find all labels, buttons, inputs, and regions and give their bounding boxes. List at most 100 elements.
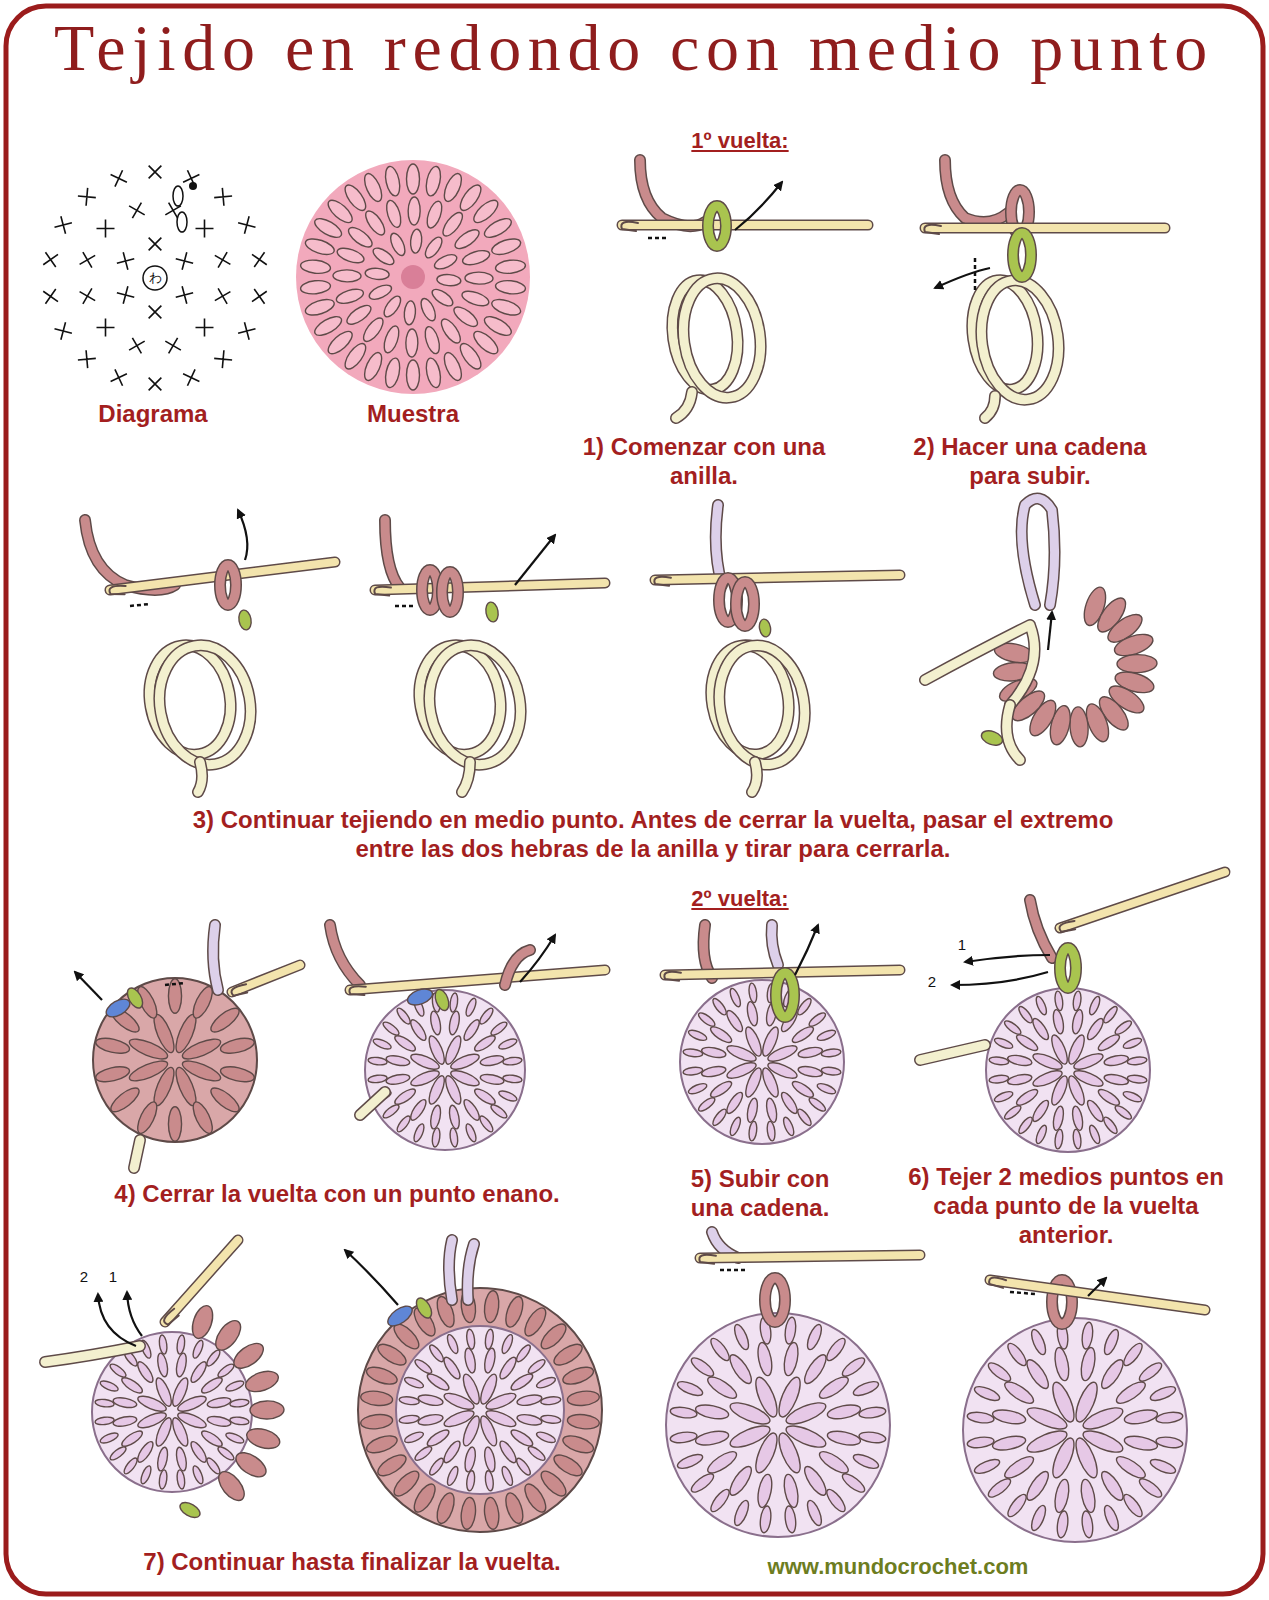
stitch: [711, 1107, 729, 1127]
stitch: [1003, 1104, 1023, 1122]
callout-number: 1: [954, 936, 970, 954]
stitch: [127, 1057, 170, 1085]
stitch: [206, 1415, 231, 1428]
stitch: [783, 1399, 828, 1429]
stitch: [94, 1036, 130, 1056]
stitch: [94, 1064, 130, 1084]
stitch: [540, 1414, 561, 1424]
stitch: [443, 1074, 464, 1106]
title: Tejido en redondo con medio punto: [19, 8, 1249, 87]
stitch: [705, 1448, 740, 1477]
step-caption: 2) Hacer una cadena para subir.: [885, 433, 1175, 491]
stitch: [108, 1362, 128, 1379]
stitch: [790, 1024, 815, 1045]
disc: [358, 1288, 602, 1532]
stitch: [1030, 1098, 1051, 1123]
yarn-outline: [945, 160, 1008, 222]
stitch: [697, 1096, 717, 1114]
stitch: [816, 1448, 851, 1477]
yarn: [700, 1255, 920, 1258]
stitch: [1121, 1341, 1145, 1368]
stitch: [448, 1104, 461, 1129]
chain-symbol: [173, 186, 183, 206]
stitch: [478, 1006, 495, 1026]
stitch: [797, 1046, 823, 1060]
yarn: [232, 965, 300, 992]
yarn: [198, 762, 202, 792]
stitch: [361, 171, 385, 204]
stitch: [687, 1081, 708, 1095]
yarn: [765, 1278, 785, 1322]
stitch: [490, 296, 523, 318]
stitch: [816, 1081, 837, 1095]
stitch: [188, 1360, 209, 1385]
stitch: [429, 1010, 442, 1035]
hook-tip: [109, 586, 125, 594]
yarn-outline: [752, 762, 757, 792]
stitch: [683, 1048, 703, 1058]
stitch: [1003, 1019, 1023, 1037]
stitch: [399, 1396, 420, 1406]
stitch: [561, 1364, 596, 1388]
stitch: [1007, 1073, 1033, 1087]
stitch: [385, 1302, 416, 1330]
stitch: [465, 272, 493, 284]
stitch: [796, 1107, 814, 1127]
stitch: [502, 1491, 526, 1526]
callout-number: 2: [76, 1268, 92, 1286]
stitch: [408, 197, 420, 225]
ring-symbol: [143, 266, 167, 290]
stitch: [237, 609, 252, 631]
stitch: [381, 324, 401, 354]
yarn-outline: [213, 925, 218, 990]
stitch: [381, 1103, 401, 1120]
stitch: [1007, 1054, 1033, 1068]
stitch: [417, 1393, 444, 1407]
stitch: [1137, 1476, 1164, 1500]
stitch: [383, 357, 402, 389]
stitch: [432, 252, 458, 272]
stitch: [312, 313, 344, 339]
stitch: [989, 1074, 1009, 1084]
stitch: [1072, 1051, 1105, 1073]
stitch: [840, 1471, 867, 1495]
stitch: [752, 1375, 782, 1420]
hook-tip: [1059, 921, 1075, 932]
stitch: [1014, 1032, 1039, 1053]
stitch: [1023, 1357, 1052, 1392]
sc-symbol: [52, 320, 74, 342]
stitch: [746, 1001, 760, 1027]
stitch: [403, 300, 416, 325]
stitch: [422, 235, 445, 261]
stitch: [216, 1445, 236, 1462]
stitch: [1149, 1457, 1178, 1477]
stitch: [1149, 1384, 1178, 1404]
stitch: [408, 1097, 429, 1122]
frame: [6, 6, 1263, 1594]
stitch: [335, 286, 365, 306]
yarn: [468, 1244, 474, 1300]
stitch: [790, 1079, 815, 1100]
yarn: [360, 1092, 385, 1115]
sc-symbol: [97, 318, 115, 336]
sc-symbol: [161, 333, 186, 358]
sc-symbol: [173, 250, 195, 272]
stitch: [500, 1333, 515, 1355]
stitch: [99, 1431, 119, 1445]
stitch: [495, 279, 526, 295]
stitch: [766, 1043, 799, 1065]
stitch: [483, 1290, 500, 1323]
stitch: [304, 296, 337, 318]
sc-symbol: [97, 220, 115, 238]
yarn-outline: [134, 1140, 140, 1168]
stitch: [460, 1372, 482, 1406]
yarn-outline: [350, 970, 605, 990]
stitch: [852, 1452, 881, 1472]
stitch: [216, 1362, 236, 1379]
stitch: [1017, 1005, 1035, 1025]
stitch: [479, 1073, 504, 1086]
stitch: [479, 1054, 504, 1067]
stitch: [1102, 1328, 1122, 1357]
stitch: [743, 1025, 765, 1058]
stitch: [1072, 1129, 1082, 1149]
